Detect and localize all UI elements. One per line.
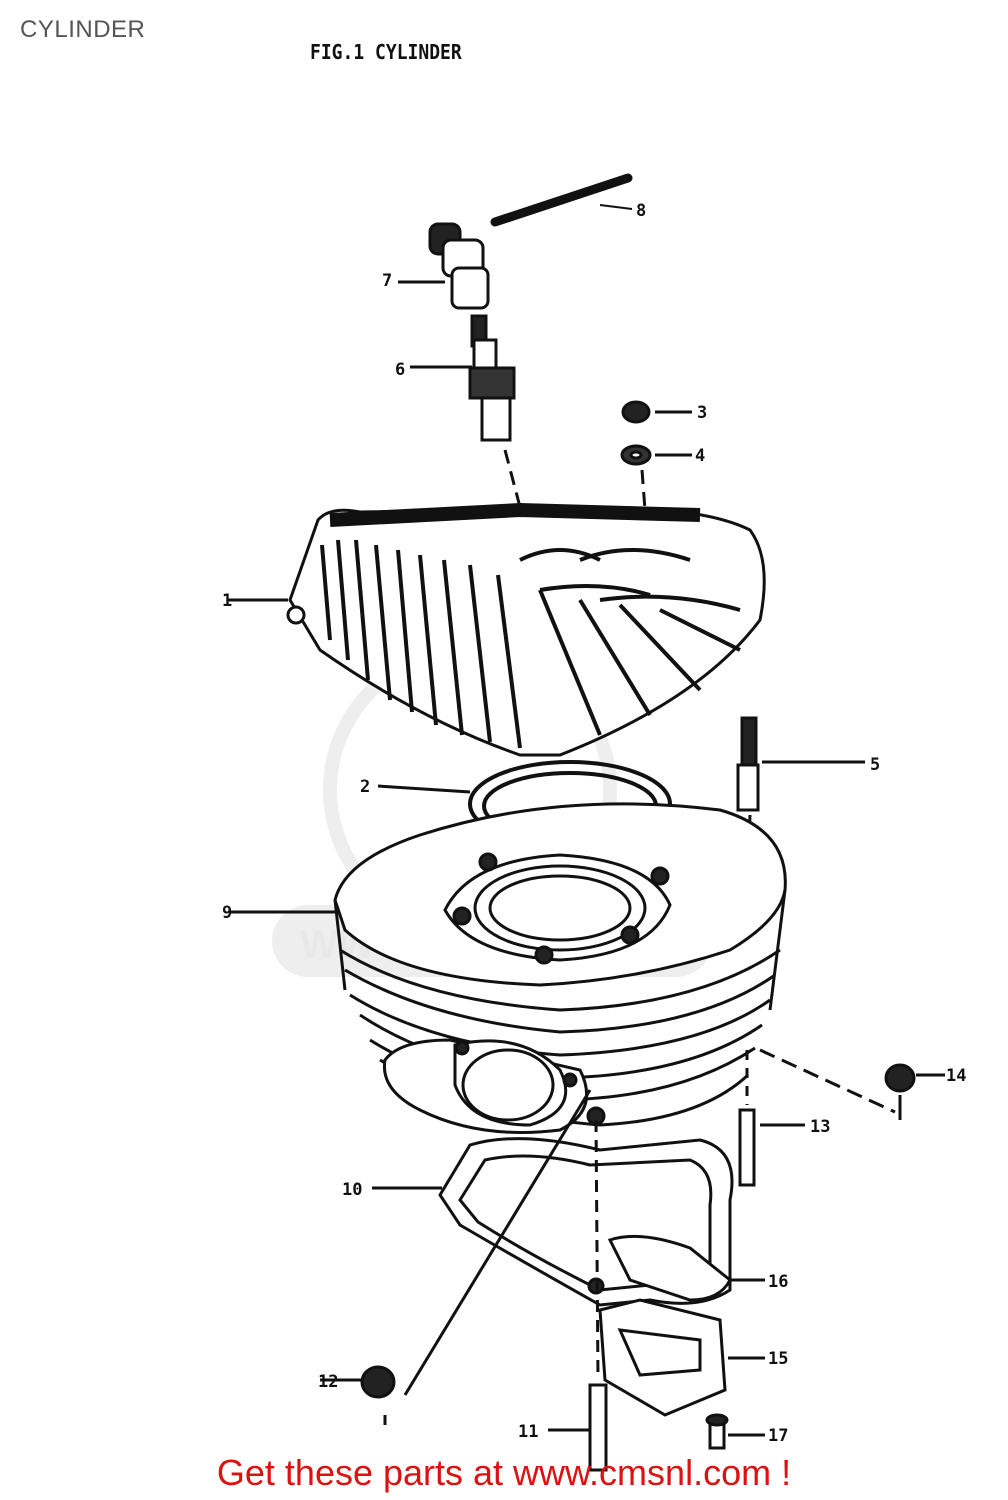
figure-title: FIG.1 CYLINDER — [310, 40, 462, 64]
part-15-gasket — [598, 1298, 765, 1417]
part-17-bolt — [705, 1413, 765, 1450]
callout-10: 10 — [342, 1180, 362, 1200]
callout-7: 7 — [382, 271, 392, 291]
callout-2: 2 — [360, 777, 370, 797]
callout-15: 15 — [768, 1349, 788, 1369]
part-13-stud — [738, 1050, 805, 1187]
part-16-gasket — [607, 1234, 765, 1302]
callout-labels: 1 2 3 4 5 6 7 8 9 10 11 12 13 14 15 16 1… — [222, 201, 966, 1446]
part-3-nut — [621, 400, 692, 424]
callout-5: 5 — [870, 755, 880, 775]
callout-9: 9 — [222, 903, 232, 923]
page-title: CYLINDER — [20, 16, 146, 43]
part-1-cylinder-head — [228, 502, 766, 757]
part-7-plug-cap — [398, 222, 490, 310]
callout-14: 14 — [946, 1066, 966, 1086]
part-11-stud — [548, 1119, 608, 1472]
callout-12: 12 — [318, 1372, 338, 1392]
callout-13: 13 — [810, 1117, 830, 1137]
part-8-pin — [490, 173, 633, 227]
part-9-cylinder — [230, 802, 787, 1134]
callout-8: 8 — [636, 201, 646, 221]
part-14-nut — [759, 1048, 945, 1120]
callout-17: 17 — [768, 1426, 788, 1446]
footer-link[interactable]: Get these parts at www.cmsnl.com ! — [216, 1452, 792, 1493]
callout-4: 4 — [695, 446, 705, 466]
callout-11: 11 — [518, 1422, 538, 1442]
callout-6: 6 — [395, 360, 405, 380]
callout-16: 16 — [768, 1272, 788, 1292]
part-12-nut — [320, 1089, 592, 1430]
callout-1: 1 — [222, 591, 232, 611]
part-6-spark-plug — [410, 314, 532, 546]
callout-3: 3 — [697, 403, 707, 423]
